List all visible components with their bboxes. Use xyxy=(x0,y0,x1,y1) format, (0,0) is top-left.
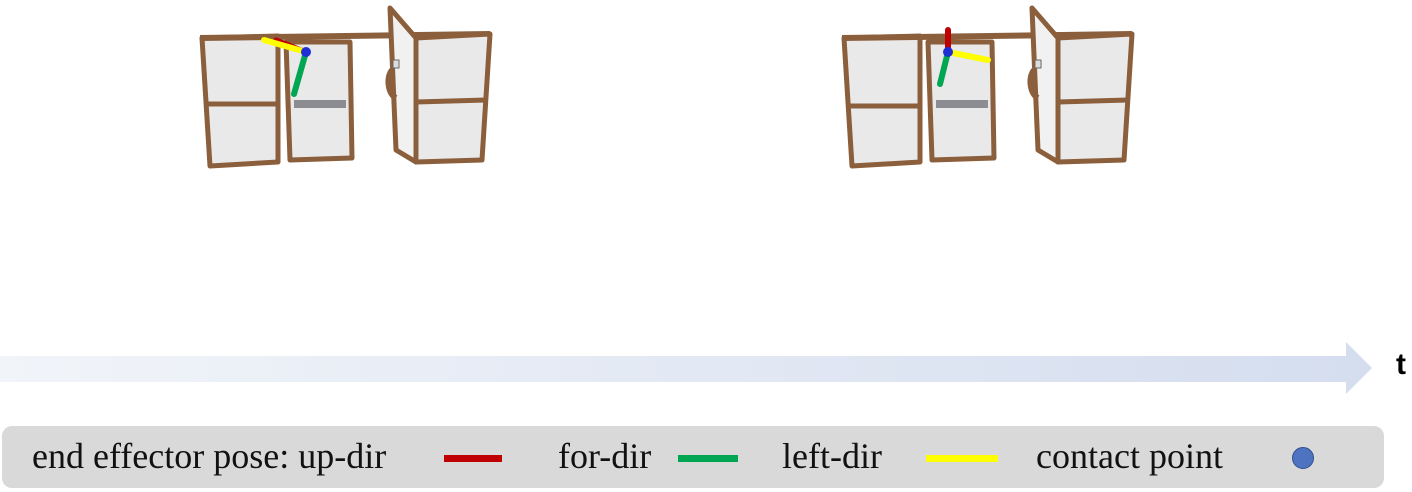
cabinet-scene-frame-1 xyxy=(199,5,493,169)
time-arrow xyxy=(0,342,1372,394)
legend-forward-label: for-dir xyxy=(558,436,652,476)
left-dir-axis xyxy=(945,49,991,63)
legend-contact-label: contact point xyxy=(1036,436,1223,476)
end-effector-axes xyxy=(261,37,311,97)
for-dir-swatch xyxy=(678,455,738,462)
left-dir-axis xyxy=(261,37,309,55)
cabinet-render xyxy=(199,5,493,169)
cabinet-scene-frame-2 xyxy=(841,5,1135,169)
contact-point-dot xyxy=(943,47,953,57)
legend-left-label: left-dir xyxy=(782,436,882,476)
contact-point-dot xyxy=(301,47,311,57)
for-dir-axis xyxy=(291,49,309,97)
legend-pose-label: end effector pose: up-dir xyxy=(32,436,387,476)
end-effector-axes xyxy=(937,27,991,87)
contact-point-icon xyxy=(1292,447,1314,469)
left-dir-swatch xyxy=(926,455,998,462)
time-axis-label: t xyxy=(1396,348,1406,381)
legend-bar: end effector pose: up-dir for-dir left-d… xyxy=(2,426,1384,488)
up-dir-swatch xyxy=(444,455,502,462)
for-dir-axis xyxy=(937,49,951,87)
cabinet-render xyxy=(841,5,1135,169)
